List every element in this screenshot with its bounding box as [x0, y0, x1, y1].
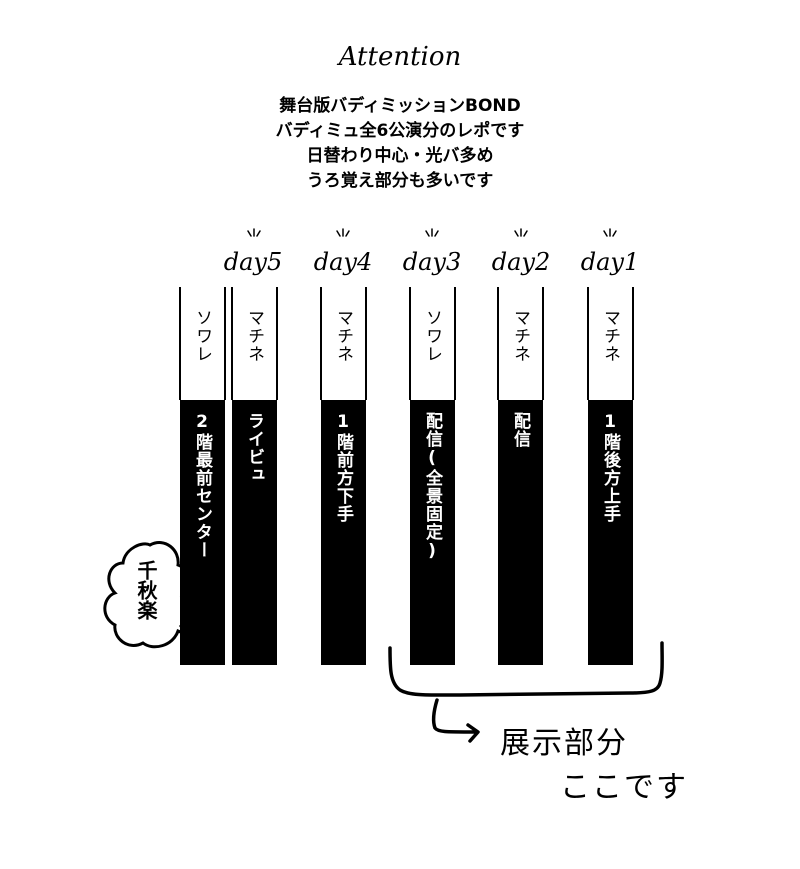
seat-label: 配信: [510, 412, 530, 448]
bracket: [388, 641, 664, 697]
show-label: マチネ: [510, 309, 530, 363]
seat-label: 配信(全景固定): [422, 412, 442, 562]
column: マチネ 1階前方下手: [320, 287, 367, 665]
day-label: day5: [223, 248, 283, 276]
day-label: day2: [491, 248, 551, 276]
seat-label: 1階後方上手: [600, 412, 620, 523]
column: ソワレ 配信(全景固定): [409, 287, 456, 665]
notes: 舞台版バディミッションBOND バディミュ全6公演分のレポです 日替わり中心・光…: [0, 94, 800, 194]
show-label: ソワレ: [192, 309, 212, 363]
show-label: マチネ: [244, 309, 264, 363]
arrow-icon: [431, 698, 480, 743]
column: ソワレ 2階最前センター: [179, 287, 226, 665]
day-label: day1: [580, 248, 640, 276]
spark-icon: [336, 228, 350, 237]
show-label: マチネ: [600, 309, 620, 363]
spark-icon: [247, 228, 261, 237]
note-line: うろ覚え部分も多いです: [306, 171, 494, 191]
column: マチネ 1階後方上手: [587, 287, 634, 665]
spark-icons: [247, 228, 617, 237]
spark-icon: [425, 228, 439, 237]
annotation-line2: ここです: [560, 770, 688, 805]
seat-label: ライビュ: [244, 412, 264, 484]
spark-icon: [514, 228, 528, 237]
show-label: ソワレ: [422, 309, 442, 363]
spark-icon: [603, 228, 617, 237]
note-line: 舞台版バディミッションBOND: [279, 96, 521, 116]
seat-label: 2階最前センター: [192, 412, 212, 559]
column: マチネ ライビュ: [231, 287, 278, 665]
show-label: マチネ: [333, 309, 353, 363]
day-label: day3: [402, 248, 462, 276]
note-line: 日替わり中心・光バ多め: [306, 146, 494, 166]
day-label: day4: [313, 248, 373, 276]
column: マチネ 配信: [497, 287, 544, 665]
attention-title: Attention: [338, 42, 462, 72]
bubble-text: 千秋楽: [134, 560, 158, 620]
annotation-line1: 展示部分: [500, 726, 628, 761]
seat-label: 1階前方下手: [333, 412, 353, 523]
note-line: バディミュ全6公演分のレポです: [275, 121, 525, 141]
